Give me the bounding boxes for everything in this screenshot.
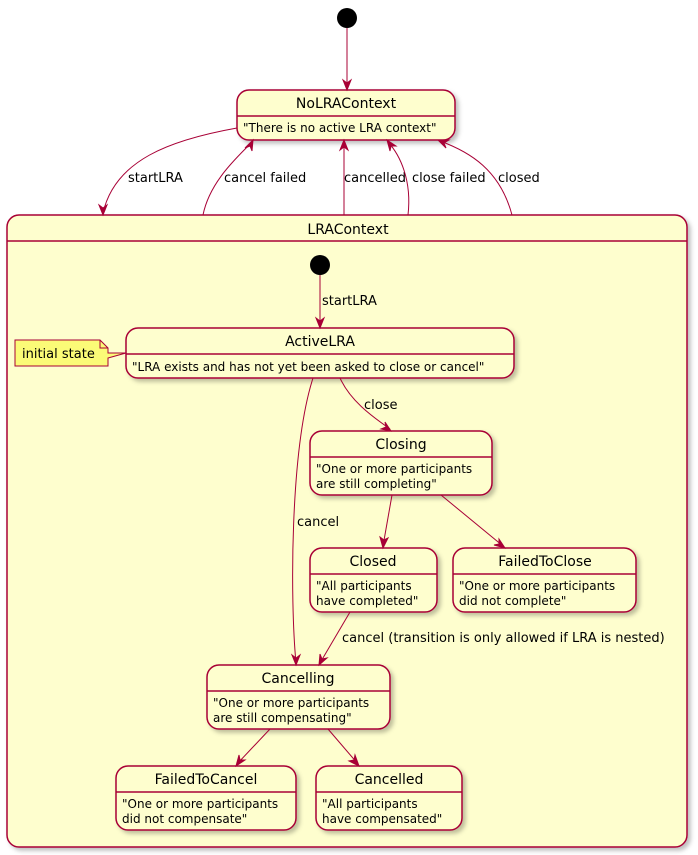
state-description: "One or more participants xyxy=(316,462,472,476)
transition-cancel-nested xyxy=(318,611,351,667)
transition-label: cancelled xyxy=(344,171,406,186)
state-title: NoLRAContext xyxy=(296,96,397,112)
state-description: did not complete" xyxy=(459,594,566,608)
transition-closed xyxy=(436,139,513,216)
state-description: did not compensate" xyxy=(122,812,247,826)
state-description: "There is no active LRA context" xyxy=(243,121,436,135)
transition-close-failed xyxy=(386,138,410,216)
state-closed[interactable] xyxy=(309,547,438,613)
transition-initial xyxy=(341,28,353,92)
state-failed-to-cancel[interactable] xyxy=(115,765,297,831)
transition-closing-to-closed xyxy=(379,494,393,550)
state-title: Cancelling xyxy=(262,671,335,687)
transition-closing-to-failed-to-close xyxy=(440,494,507,549)
transition-label: cancel xyxy=(297,515,339,530)
state-title: Closed xyxy=(349,554,396,570)
state-title: FailedToCancel xyxy=(155,772,258,788)
state-failed-to-close[interactable] xyxy=(452,547,637,613)
state-title: FailedToClose xyxy=(498,554,592,570)
transition-cancel-failed xyxy=(202,138,254,216)
transition-cancelled xyxy=(338,138,350,215)
state-description: have compensated" xyxy=(322,812,442,826)
transition-label: startLRA xyxy=(128,171,183,186)
state-description: "One or more participants xyxy=(459,579,615,593)
note-initial-state xyxy=(14,339,127,367)
state-title: ActiveLRA xyxy=(285,334,355,350)
state-cancelling[interactable] xyxy=(206,664,391,730)
transition-label: cancel (transition is only allowed if LR… xyxy=(342,631,665,646)
state-title: LRAContext xyxy=(307,222,389,238)
state-title: Closing xyxy=(375,437,426,453)
transition-close xyxy=(339,377,393,432)
transition-label: close failed xyxy=(412,171,486,186)
note-text: initial state xyxy=(22,347,95,362)
transition-start-lra-outer xyxy=(97,127,238,217)
transition-label: startLRA xyxy=(322,294,377,309)
state-description: "One or more participants xyxy=(122,797,278,811)
state-title: Cancelled xyxy=(355,772,424,788)
transition-cancelling-to-failed-to-cancel xyxy=(235,728,271,768)
state-description: "All participants xyxy=(322,797,418,811)
state-description: "All participants xyxy=(316,579,412,593)
inner-initial-node xyxy=(310,255,330,275)
transition-cancel xyxy=(290,377,314,667)
state-description: have completed" xyxy=(316,594,418,608)
state-description: "One or more participants xyxy=(213,696,369,710)
state-description: "LRA exists and has not yet been asked t… xyxy=(132,360,484,374)
state-description: are still compensating" xyxy=(213,711,352,725)
transition-cancelling-to-cancelled xyxy=(327,728,360,768)
transition-label: closed xyxy=(498,171,540,186)
transition-label: close xyxy=(364,398,397,413)
initial-node xyxy=(337,8,357,28)
state-lra-context[interactable] xyxy=(6,214,688,848)
transition-label: cancel failed xyxy=(224,171,306,186)
state-cancelled[interactable] xyxy=(315,765,463,831)
state-description: are still completing" xyxy=(316,477,437,491)
state-closing[interactable] xyxy=(309,430,493,496)
transition-start-lra-inner xyxy=(314,275,326,330)
state-no-lra-context[interactable] xyxy=(236,89,456,141)
